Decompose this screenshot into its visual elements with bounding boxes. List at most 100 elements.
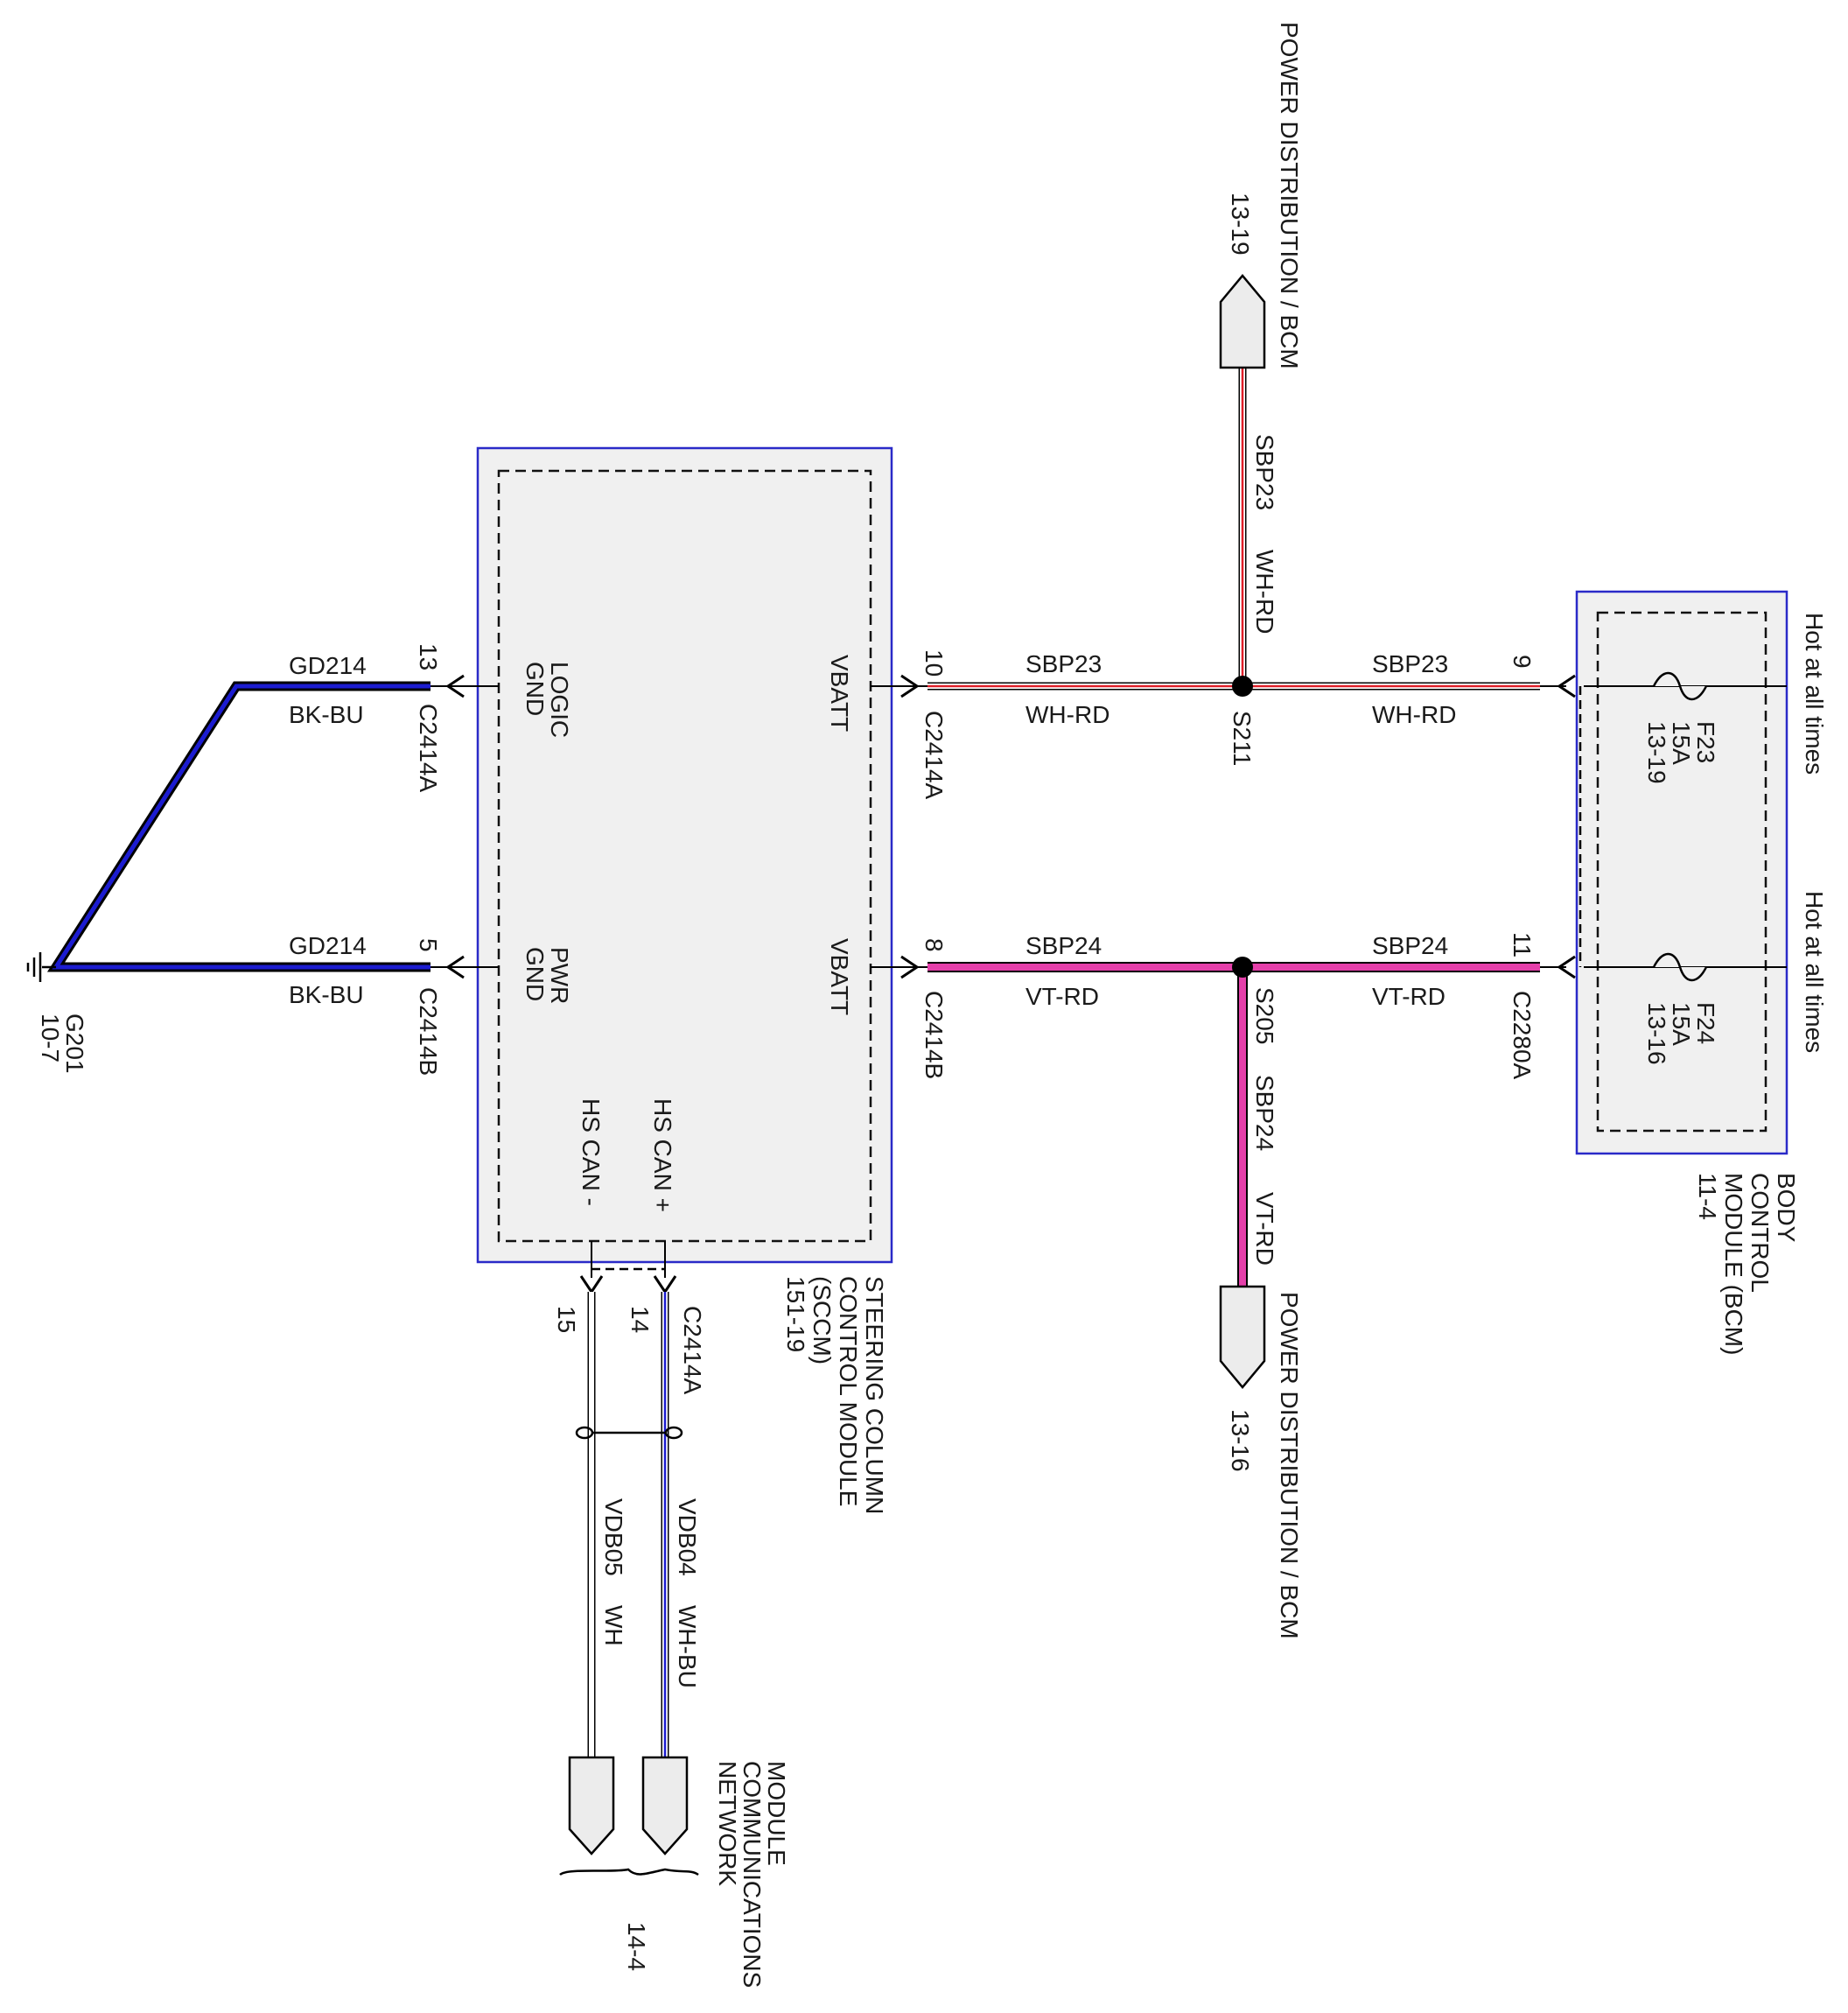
power-bottom-branch-dest: POWER DISTRIBUTION / BCM [1276,1292,1303,1639]
sccm-title-line-4: 151-19 [782,1276,809,1352]
fuse-f24-ref: 13-16 [1643,1002,1670,1065]
ground-id: G201 10-7 [37,1014,88,1074]
ground-connector-top: C2414A [415,704,442,793]
power-top-branch-circuit: SBP23 [1251,434,1278,510]
fuse-f23-id: F23 [1692,721,1719,763]
fuse-f24-rating: 15A [1668,1002,1695,1046]
logic-gnd-label-1: LOGIC [546,662,573,738]
power-bottom-circuit-right: SBP24 [1372,932,1448,959]
hs-can-plus-label: HS CAN + [649,1098,676,1212]
ground-id-ref: 10-7 [37,1014,64,1063]
bcm-pin-9-connector-icon [1557,674,1576,698]
vbatt-bottom-connector-icon [900,955,920,979]
ground-color-bottom: BK-BU [289,981,364,1008]
sccm-module [476,446,893,1264]
hot-at-all-times-bottom: Hot at all times [1801,891,1828,1053]
power-bottom-pin-sccm: 8 [920,938,948,952]
bcm-module [1575,590,1788,1155]
twisted-pair-icon [575,1426,683,1440]
power-top-color-right: WH-RD [1372,701,1456,728]
ground-pin-top: 13 [415,643,442,670]
ground-connector-bottom: C2414B [415,987,442,1076]
sccm-pin-labels: LOGIC GND PWR GND VBATT VBATT HS CAN + H… [522,655,853,1212]
can-pin-plus: 14 [626,1306,654,1333]
ground-icon [26,952,56,982]
ground-pin-bottom: 5 [415,938,442,952]
fuse-f23-ref: 13-19 [1643,721,1670,784]
splice-s211-dot [1232,676,1253,697]
ground-circuit-bottom: GD214 [289,932,367,959]
ground-id-name: G201 [61,1014,88,1074]
can-color-plus: WH-BU [674,1605,701,1688]
can-dest-line-2: COMMUNICATIONS [738,1761,766,1988]
power-bottom-circuit-left: SBP24 [1026,932,1102,959]
pwr-gnd-label-2: GND [522,947,549,1001]
bcm-pin-11-connector-icon [1557,955,1576,979]
power-bottom-connector-bcm: C2280A [1508,991,1536,1080]
can-dest-brace [559,1868,699,1876]
vbatt-top-label: VBATT [826,655,853,732]
power-top-color-left: WH-RD [1026,701,1110,728]
ground-color-top: BK-BU [289,701,364,728]
fuse-f24-labels: F24 15A 13-16 [1643,1002,1719,1065]
fuse-f23-labels: F23 15A 13-19 [1643,721,1719,784]
ground-wire-inner [52,684,430,970]
power-bottom-pin-bcm: 11 [1508,932,1536,957]
sccm-title-line-1: STEERING COLUMN [861,1276,888,1514]
bcm-title-line-1: BODY [1773,1173,1800,1243]
bcm-title-line-2: CONTROL [1746,1173,1774,1293]
sccm-title-line-3: (SCCM) [808,1276,836,1364]
power-dist-top-connector-icon [1219,274,1266,369]
power-top-circuit-left: SBP23 [1026,650,1102,677]
pwr-gnd-label-1: PWR [546,947,573,1004]
can-pin-minus: 15 [553,1306,580,1333]
ground-circuit [26,674,499,982]
sccm-title-line-2: CONTROL MODULE [835,1276,862,1506]
vbatt-bottom-label: VBATT [826,938,853,1015]
power-top-branch-dest: POWER DISTRIBUTION / BCM [1276,22,1303,369]
power-bottom-color-left: VT-RD [1026,983,1099,1010]
power-bottom-connector-sccm: C2414B [920,991,948,1079]
sccm-title: STEERING COLUMN CONTROL MODULE (SCCM) 15… [782,1276,888,1514]
power-top-connector-sccm: C2414A [920,711,948,800]
logic-gnd-label-2: GND [522,662,549,716]
power-bottom-branch-ref: 13-16 [1227,1409,1254,1472]
power-bottom-color-right: VT-RD [1372,983,1446,1010]
bcm-module-inner-dashed [1596,611,1768,1133]
ground-wire-outer [46,681,430,972]
hot-at-all-times-top: Hot at all times [1801,613,1828,775]
power-top-branch-color: WH-RD [1251,550,1278,634]
fuse-f23-rating: 15A [1668,721,1695,765]
can-dest-line-1: MODULE [763,1761,790,1866]
fuse-f24-id: F24 [1692,1002,1719,1044]
can-plus-dest-connector-icon [641,1756,689,1855]
fuse-f23-icon [1652,671,1708,701]
splice-s205-dot [1232,957,1253,978]
can-minus-dest-connector-icon [568,1756,615,1855]
logic-gnd-connector-icon [445,674,465,698]
can-dest-ref: 14-4 [623,1922,650,1971]
power-top-circuit [871,274,1576,698]
power-top-pin-sccm: 10 [920,649,948,677]
sccm-module-box [476,446,893,1264]
vbatt-top-connector-icon [900,674,920,698]
power-top-pin-bcm: 9 [1508,655,1536,669]
can-circuit-plus: VDB04 [674,1498,701,1576]
can-dest-title: MODULE COMMUNICATIONS NETWORK [714,1761,790,1988]
can-minus-connector-icon [579,1275,604,1294]
can-connector-label: C2414A [679,1306,706,1395]
splice-s211-label: S211 [1228,711,1256,766]
bcm-title: BODY CONTROL MODULE (BCM) 11-4 [1694,1173,1800,1355]
power-bottom-branch-circuit: SBP24 [1251,1075,1278,1151]
power-bottom-branch-color: VT-RD [1251,1192,1278,1266]
can-plus-connector-icon [653,1275,677,1294]
sccm-module-inner-dashed [497,469,872,1243]
splice-s205-label: S205 [1251,987,1278,1044]
bcm-module-box [1575,590,1788,1155]
can-color-minus: WH [600,1605,627,1646]
can-circuit [559,1241,699,1876]
bcm-title-line-3: MODULE (BCM) [1720,1173,1747,1355]
power-dist-bottom-connector-icon [1219,1285,1266,1389]
ground-circuit-top: GD214 [289,652,367,679]
